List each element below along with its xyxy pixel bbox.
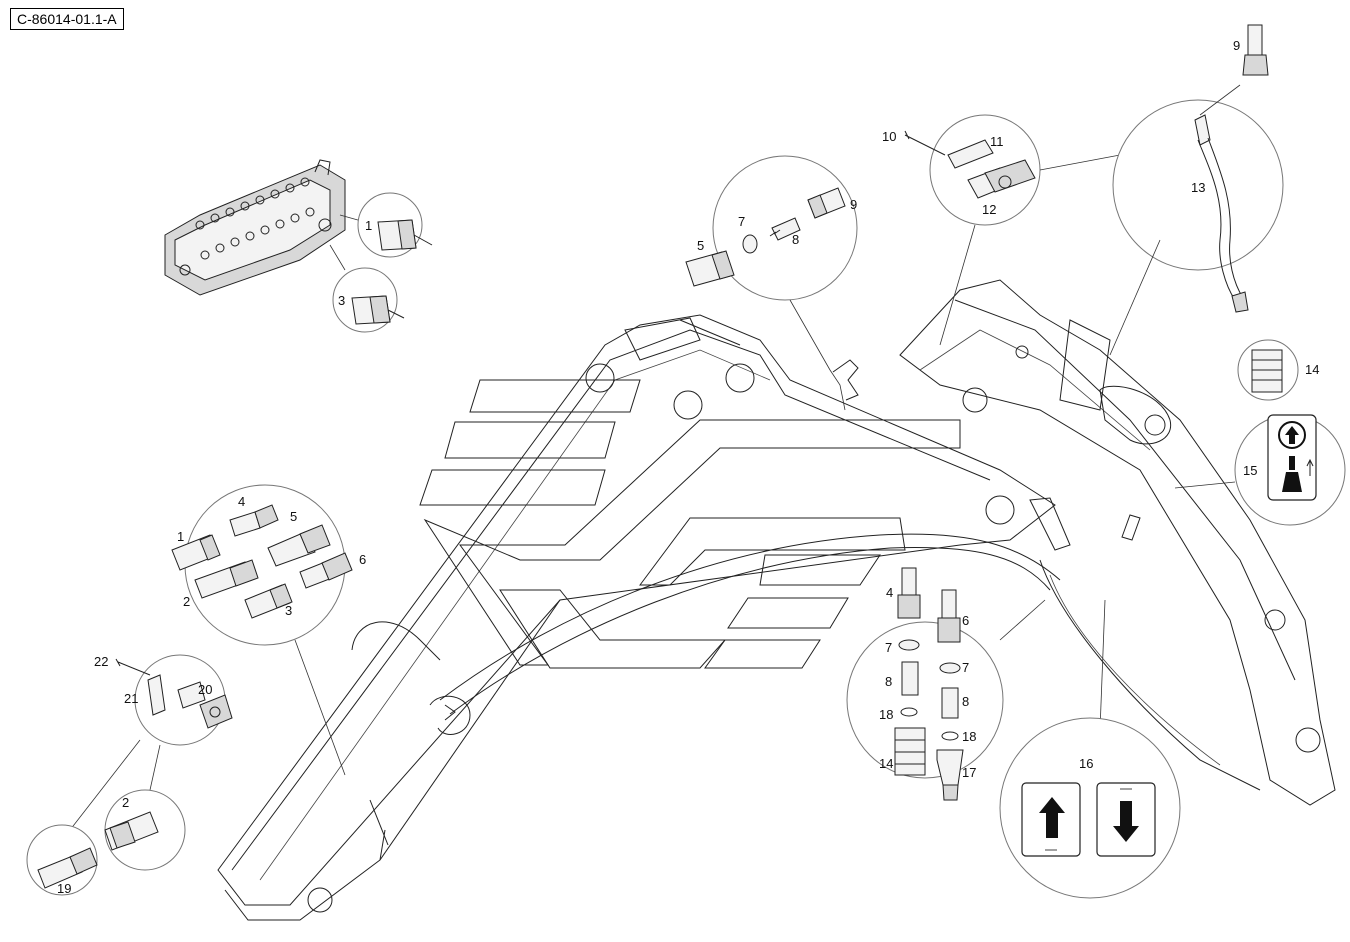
callout: 3 bbox=[338, 293, 345, 308]
detail-bubble-20-22 bbox=[69, 654, 233, 831]
part-9-fitting bbox=[1242, 24, 1269, 76]
callout: 9 bbox=[1233, 38, 1240, 53]
boom-arm bbox=[217, 314, 1056, 921]
callout: 5 bbox=[290, 509, 297, 524]
detail-bubble-1-6 bbox=[171, 484, 353, 776]
detail-bubble-13 bbox=[1109, 84, 1284, 356]
decal-16 bbox=[999, 599, 1181, 899]
dipper-arm bbox=[899, 279, 1336, 806]
arrow-up-icon bbox=[1039, 797, 1065, 838]
callout: 6 bbox=[359, 552, 366, 567]
callout: 2 bbox=[122, 795, 129, 810]
callout: 1 bbox=[177, 529, 184, 544]
callout: 3 bbox=[285, 603, 292, 618]
callout: 19 bbox=[57, 881, 71, 896]
decal-15 bbox=[1174, 414, 1346, 526]
callout: 21 bbox=[124, 691, 138, 706]
detail-bubble-coupler-set bbox=[846, 567, 1046, 801]
part-14-coupler bbox=[1237, 339, 1299, 401]
callout: 8 bbox=[885, 674, 892, 689]
callout: 4 bbox=[886, 585, 893, 600]
boom-stripe-graphic bbox=[419, 379, 961, 669]
drawing-id-label: C-86014-01.1-A bbox=[10, 8, 124, 30]
callout: 13 bbox=[1191, 180, 1205, 195]
callout: 18 bbox=[962, 729, 976, 744]
callout: 20 bbox=[198, 682, 212, 697]
callout: 5 bbox=[697, 238, 704, 253]
callout-labels: 1 3 5 7 8 9 10 11 12 9 13 14 15 4 1 5 6 … bbox=[57, 38, 1319, 896]
callout: 1 bbox=[365, 218, 372, 233]
callout: 7 bbox=[738, 214, 745, 229]
callout: 11 bbox=[990, 134, 1004, 149]
control-valve bbox=[164, 159, 346, 296]
callout: 6 bbox=[962, 613, 969, 628]
callout: 10 bbox=[882, 129, 896, 144]
callout: 8 bbox=[962, 694, 969, 709]
callout: 14 bbox=[1305, 362, 1319, 377]
callout: 15 bbox=[1243, 463, 1257, 478]
callout: 17 bbox=[962, 765, 976, 780]
callout: 14 bbox=[879, 756, 893, 771]
arrow-up-in-circle-icon bbox=[1285, 426, 1299, 444]
detail-bubble-2-19 bbox=[26, 789, 186, 896]
detail-bubble-10-12 bbox=[904, 114, 1121, 346]
callout: 7 bbox=[962, 660, 969, 675]
callout: 22 bbox=[94, 654, 108, 669]
callout: 9 bbox=[850, 197, 857, 212]
boom-hoses bbox=[439, 533, 1261, 791]
detail-bubble-1-3 bbox=[329, 192, 433, 333]
callout: 12 bbox=[982, 202, 996, 217]
callout: 18 bbox=[879, 707, 893, 722]
arrow-down-icon bbox=[1113, 801, 1139, 842]
callout: 2 bbox=[183, 594, 190, 609]
callout: 7 bbox=[885, 640, 892, 655]
callout: 4 bbox=[238, 494, 245, 509]
callout: 16 bbox=[1079, 756, 1093, 771]
detail-bubble-5-9 bbox=[685, 155, 859, 411]
callout: 8 bbox=[792, 232, 799, 247]
